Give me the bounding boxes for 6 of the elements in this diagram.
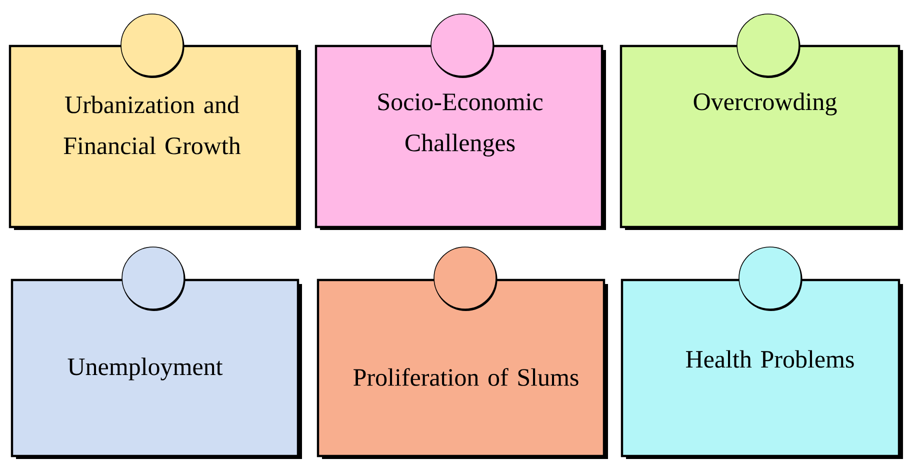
note-card: Health Problems bbox=[620, 246, 903, 459]
note-card: Socio-Economic Challenges bbox=[314, 14, 606, 230]
note-card: Proliferation of Slums bbox=[316, 246, 608, 459]
note-card: Overcrowding bbox=[620, 14, 903, 230]
note-card: Urbanization and Financial Growth bbox=[8, 14, 301, 230]
note-card: Unemployment bbox=[10, 246, 302, 459]
